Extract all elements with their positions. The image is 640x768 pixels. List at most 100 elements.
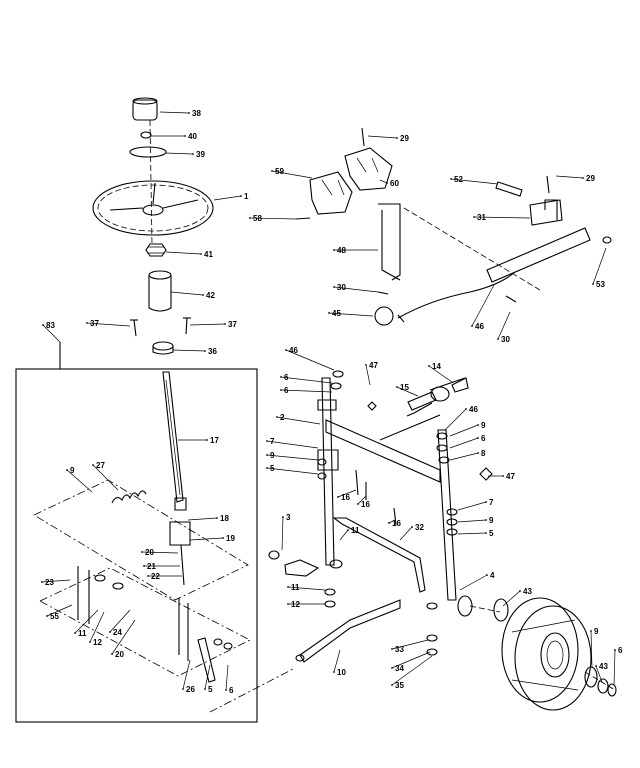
- part-number-label: 52: [454, 175, 463, 184]
- leader-line: [449, 452, 479, 461]
- leader-line: [41, 579, 71, 583]
- leader-dot: [66, 469, 68, 471]
- leader-line: [457, 501, 487, 511]
- leader-dot: [200, 253, 202, 255]
- leader-dot: [477, 424, 479, 426]
- leader-line: [449, 424, 479, 437]
- part-number-label: 4: [490, 571, 495, 580]
- leader-line: [444, 408, 467, 431]
- leader-line: [280, 389, 333, 393]
- part-number-label: 15: [400, 383, 409, 392]
- part-number-label: 29: [400, 134, 409, 143]
- leader-dot: [111, 653, 113, 655]
- leader-dot: [391, 667, 393, 669]
- part-number-label: 32: [415, 523, 424, 532]
- leader-line: [388, 519, 396, 524]
- leader-dot: [249, 217, 251, 219]
- part-number-label: 2: [280, 413, 285, 422]
- leader-dot: [473, 216, 475, 218]
- part-number-label: 12: [93, 638, 102, 647]
- steering-shaft: [162, 371, 187, 511]
- leader-dot: [428, 365, 430, 367]
- part-number-label: 11: [351, 526, 360, 535]
- leader-dot: [188, 112, 190, 114]
- part-number-label: 26: [186, 685, 195, 694]
- leader-dot: [266, 454, 268, 456]
- leader-dot: [266, 440, 268, 442]
- part-number-label: 6: [229, 686, 234, 695]
- part-number-label: 5: [270, 464, 275, 473]
- front-axle: [325, 414, 441, 483]
- leader-line: [249, 217, 297, 220]
- leader-line: [89, 611, 105, 643]
- part-number-label: 37: [228, 320, 237, 329]
- leader-line: [225, 664, 229, 691]
- leader-dot: [396, 137, 398, 139]
- leader-line: [281, 516, 284, 551]
- leader-line: [187, 517, 218, 521]
- leader-line: [471, 284, 495, 327]
- leader-dot: [471, 325, 473, 327]
- leader-dot: [192, 153, 194, 155]
- leader-dot: [287, 586, 289, 588]
- leader-line: [459, 574, 488, 591]
- leader-line: [74, 609, 99, 634]
- leader-dot: [266, 467, 268, 469]
- part-number-label: 21: [147, 562, 156, 571]
- leader-line: [189, 537, 224, 541]
- part-number-label: 11: [291, 583, 300, 592]
- leader-line: [396, 386, 419, 397]
- leader-dot: [357, 503, 359, 505]
- part-number-label: 3: [286, 513, 291, 522]
- part-number-label: 16: [341, 493, 350, 502]
- part-number-label: 5: [208, 685, 213, 694]
- pitman-arm: [197, 637, 233, 683]
- part-number-label: 6: [618, 646, 623, 655]
- leader-dot: [276, 416, 278, 418]
- leader-dot: [282, 516, 284, 518]
- part-number-label: 39: [196, 150, 205, 159]
- leader-line: [287, 586, 326, 591]
- steering-cap: [132, 97, 158, 121]
- leader-dot: [333, 286, 335, 288]
- part-number-label: 16: [361, 500, 370, 509]
- steering-adapter: [145, 243, 167, 257]
- steering-nut: [140, 131, 152, 139]
- lever-bolt: [495, 181, 523, 197]
- leader-line: [328, 312, 374, 317]
- leader-line: [497, 311, 511, 340]
- part-number-label: 34: [395, 664, 404, 673]
- leader-line: [141, 551, 179, 554]
- leader-line: [189, 323, 226, 326]
- part-number-label: 30: [337, 283, 346, 292]
- leader-dot: [582, 177, 584, 179]
- leader-dot: [333, 671, 335, 673]
- leader-line: [159, 111, 190, 114]
- pedal-bracket-right: [344, 127, 393, 191]
- leader-line: [457, 519, 487, 523]
- steering-shaft-box: [15, 368, 258, 723]
- leader-line: [450, 178, 499, 185]
- leader-dot: [42, 324, 44, 326]
- tie-rod: [332, 517, 426, 593]
- leader-dot: [614, 649, 616, 651]
- steering-wheel: [92, 180, 214, 236]
- leader-dot: [206, 439, 208, 441]
- leader-dot: [592, 283, 594, 285]
- part-number-label: 37: [90, 319, 99, 328]
- leader-line: [428, 365, 453, 383]
- part-number-label: 24: [113, 628, 122, 637]
- part-number-label: 46: [469, 405, 478, 414]
- leader-line: [165, 251, 202, 255]
- part-number-label: 9: [270, 451, 275, 460]
- leader-dot: [280, 389, 282, 391]
- axle-bolts: [355, 386, 450, 526]
- leader-line: [271, 170, 313, 179]
- leader-line: [66, 469, 93, 493]
- leader-line: [164, 152, 194, 155]
- leader-line: [357, 495, 367, 505]
- part-number-label: 55: [50, 612, 59, 621]
- part-number-label: 31: [477, 213, 486, 222]
- leader-line: [379, 179, 388, 184]
- part-number-label: 47: [369, 361, 378, 370]
